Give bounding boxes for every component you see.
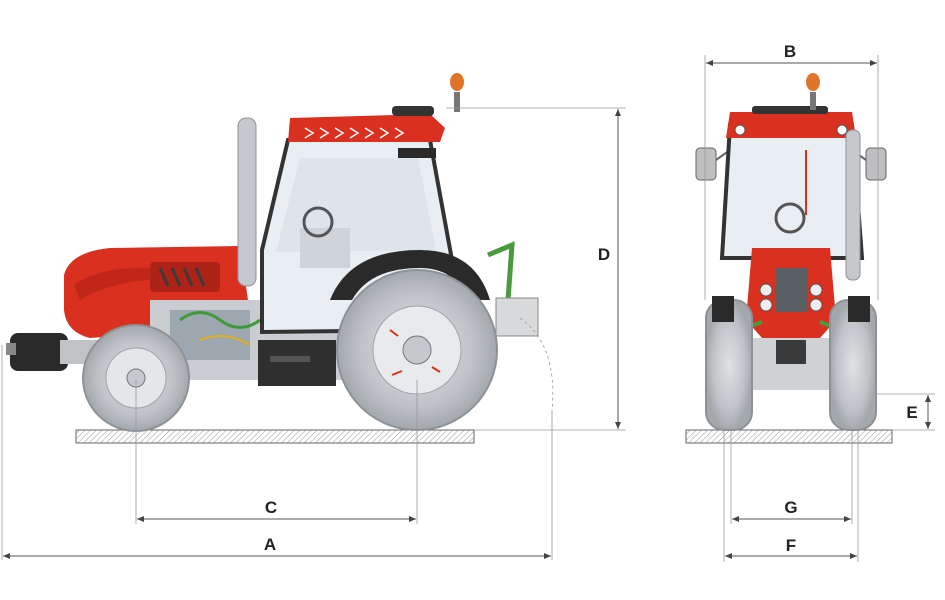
dimension-d-label: D bbox=[598, 245, 610, 264]
exhaust-pipe bbox=[237, 117, 257, 287]
front-view bbox=[685, 73, 893, 444]
beacon-light-front bbox=[806, 73, 820, 110]
cab-front bbox=[719, 123, 865, 260]
dimension-b-label: B bbox=[784, 42, 796, 61]
dimension-f-label: F bbox=[786, 536, 796, 555]
front-weight bbox=[6, 333, 100, 371]
side-view bbox=[6, 73, 554, 444]
mirror-left bbox=[695, 147, 717, 181]
mirror-right bbox=[865, 147, 887, 181]
dimension-a-label: A bbox=[264, 535, 276, 554]
rear-fender bbox=[330, 250, 490, 300]
rear-wheel bbox=[336, 269, 498, 431]
dimension-lines: A C D B E G F bbox=[1, 42, 935, 562]
beacon-light bbox=[450, 73, 464, 112]
front-wheel bbox=[82, 324, 190, 432]
ground-plate-front bbox=[685, 429, 893, 444]
ground-plate-side bbox=[75, 429, 475, 444]
dimension-e-label: E bbox=[906, 403, 917, 422]
exhaust-pipe-front bbox=[845, 129, 861, 281]
dimension-c-label: C bbox=[265, 498, 277, 517]
rear-hitch bbox=[487, 241, 554, 411]
dimension-g-label: G bbox=[784, 498, 797, 517]
